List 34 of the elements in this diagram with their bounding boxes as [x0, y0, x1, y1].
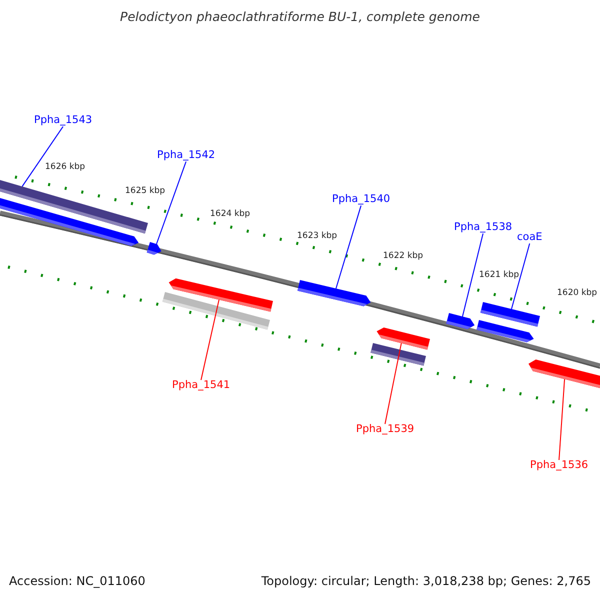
- gene-block: [480, 302, 540, 327]
- gene-block: [528, 360, 600, 389]
- leader-line: [558, 378, 566, 460]
- gene-label: Ppha_1542: [157, 150, 216, 162]
- gene-block: [146, 242, 162, 255]
- diagram-title: Pelodictyon phaeoclathratiforme BU-1, complete genome: [119, 10, 481, 24]
- leader-line: [156, 161, 187, 244]
- leader-line: [384, 342, 402, 424]
- scale-label: 1623 kbp: [297, 232, 338, 242]
- gene-label: Ppha_1543: [34, 115, 92, 127]
- gene-label: Ppha_1541: [172, 380, 230, 392]
- leader-line: [462, 233, 484, 317]
- gene-block: [0, 180, 148, 234]
- scale-label: 1624 kbp: [210, 210, 250, 220]
- leader-line: [336, 205, 362, 289]
- scale-label: 1622 kbp: [383, 252, 424, 262]
- gene-block: [168, 278, 273, 312]
- scale-label: 1626 kbp: [45, 163, 86, 172]
- scale-label: 1625 kbp: [125, 187, 166, 196]
- gene-block: [446, 313, 475, 330]
- accession-text: Accession: NC_011060: [9, 575, 146, 588]
- gene-block: [298, 280, 371, 306]
- gene-label: Ppha_1536: [530, 460, 588, 472]
- leader-line: [511, 243, 530, 310]
- scale-label: 1620 kbp: [557, 289, 598, 298]
- gene-block: [376, 328, 430, 350]
- gene-label: coaE: [517, 232, 542, 244]
- gene-label: Ppha_1540: [332, 194, 390, 206]
- scale-label: 1621 kbp: [479, 271, 520, 280]
- leader-line: [200, 299, 220, 380]
- genome-stats-text: Topology: circular; Length: 3,018,238 bp; Genes: 2,765: [261, 575, 591, 588]
- gene-label: Ppha_1539: [356, 424, 414, 436]
- gene-label: Ppha_1538: [454, 222, 512, 234]
- leader-line: [22, 126, 64, 187]
